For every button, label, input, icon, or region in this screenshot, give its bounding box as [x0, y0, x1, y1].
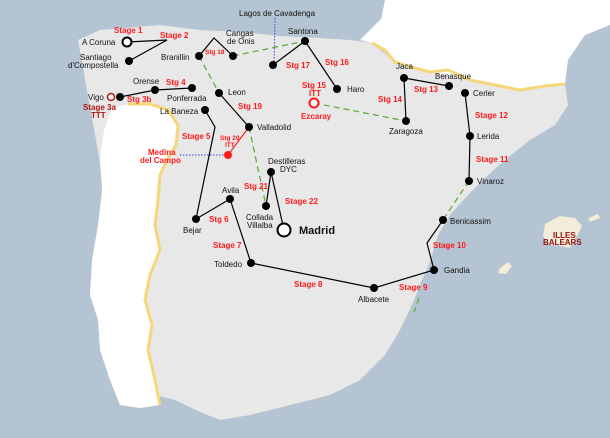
transfer-valladolid-collada	[248, 126, 267, 207]
transfer-south	[413, 297, 420, 313]
stage-label: Stage 12	[475, 111, 508, 120]
city-label: Ponferrada	[167, 94, 207, 103]
mallorca	[543, 216, 582, 248]
city-label: Benasque	[435, 72, 472, 81]
city-label: Branillin	[161, 53, 189, 62]
city-label: Collada	[246, 213, 274, 222]
stage-label: Stage 2	[160, 31, 189, 40]
route-stage-20	[227, 126, 250, 156]
route-stage-5	[195, 109, 216, 220]
stage-label: Stg 19	[238, 102, 263, 111]
city-label: Destilleras	[268, 157, 305, 166]
transfer-cangas-santona	[232, 40, 306, 57]
stage-label: Stg 4	[166, 78, 186, 87]
transfer-ezcaray-zaragoza	[313, 102, 407, 122]
stage-label: Stg 13	[414, 85, 439, 94]
city-label: Orense	[133, 77, 160, 86]
transfer-vinaroz-benicassim	[442, 180, 470, 221]
stage-label: ITT	[225, 142, 235, 149]
border-france	[371, 41, 566, 92]
stage-label: Stg 15	[302, 81, 327, 90]
stage-label: Stage 8	[294, 280, 323, 289]
stage-label: Stg 6	[209, 215, 229, 224]
stage-label: ITT	[309, 89, 321, 98]
a-coruna-start-marker	[121, 36, 133, 48]
city-label: Zaragoza	[389, 127, 423, 136]
france-coast	[370, 0, 420, 44]
city-label: Leon	[228, 88, 246, 97]
city-label: La Baneza	[160, 107, 199, 116]
city-label: Valladolid	[257, 123, 291, 132]
route-stage-18	[198, 37, 234, 57]
stage-label: Stg 16	[325, 58, 350, 67]
stage-label: Stage 22	[285, 197, 318, 206]
stage-label: Stg 18	[205, 49, 225, 56]
city-label: Villalba	[247, 221, 273, 230]
city-label: Vinaroz	[477, 177, 504, 186]
city-label: DYC	[280, 165, 297, 174]
city-label: Gandia	[444, 266, 470, 275]
city-label: Santona	[288, 27, 318, 36]
city-label: Cangas	[226, 29, 254, 38]
city-label: Albacete	[358, 295, 390, 304]
vigo-tt-marker	[106, 92, 116, 102]
region-label: ILLES	[553, 231, 576, 240]
lagos-pointer	[273, 17, 276, 66]
city-label: d'Compostella	[68, 61, 119, 70]
city-label: Haro	[347, 85, 365, 94]
city-label: A Coruna	[82, 38, 116, 47]
stage-label-tt: Stage 3a	[83, 103, 116, 112]
city-label: Vigo	[88, 93, 104, 102]
route-stage-19	[218, 92, 250, 128]
stage-label: Stage 7	[213, 241, 242, 250]
city-label: Lerida	[477, 132, 500, 141]
ibiza	[498, 262, 512, 274]
city-label: de Onis	[227, 37, 255, 46]
city-dots	[116, 37, 474, 292]
stage-label: Stg 3b	[127, 95, 152, 104]
madrid-finish-marker	[276, 222, 292, 238]
city-label: Lagos de Cavadenga	[239, 9, 316, 18]
region-label: BALEARS	[543, 238, 582, 247]
stage-label: Stg 14	[378, 95, 403, 104]
stage-label: Stage 10	[433, 241, 466, 250]
city-label: Santiago	[80, 53, 112, 62]
france	[290, 0, 610, 90]
stage-label: Stage 11	[476, 155, 509, 164]
stage-label: Medina	[148, 148, 176, 157]
stage-label: Stg 20	[220, 135, 240, 142]
city-label: Benicassim	[450, 217, 491, 226]
stage-label: del Campo	[140, 156, 181, 165]
stage-label-tt: TTT	[91, 111, 106, 120]
city-label-madrid: Madrid	[299, 225, 335, 237]
stage-label: Stage 5	[182, 132, 211, 141]
route-stage-1-2	[126, 39, 168, 62]
portugal	[90, 103, 178, 408]
stage-label: Stage 9	[399, 283, 428, 292]
city-label: Bejar	[183, 226, 202, 235]
transfer-branillin-leon	[198, 55, 220, 94]
stage-label: Stage 1	[114, 26, 143, 35]
city-label: Avila	[222, 186, 240, 195]
stage-label: Stg 17	[286, 61, 311, 70]
stage-label: Stg 21	[244, 182, 269, 191]
city-label: Toldedo	[214, 260, 243, 269]
spain	[78, 25, 568, 420]
stage-label: Ezcaray	[301, 112, 332, 121]
border	[128, 102, 180, 406]
city-label: Jaca	[396, 62, 413, 71]
city-label: Cerler	[473, 89, 495, 98]
minorca	[588, 214, 600, 222]
ezcaray-tt-marker	[308, 97, 320, 109]
